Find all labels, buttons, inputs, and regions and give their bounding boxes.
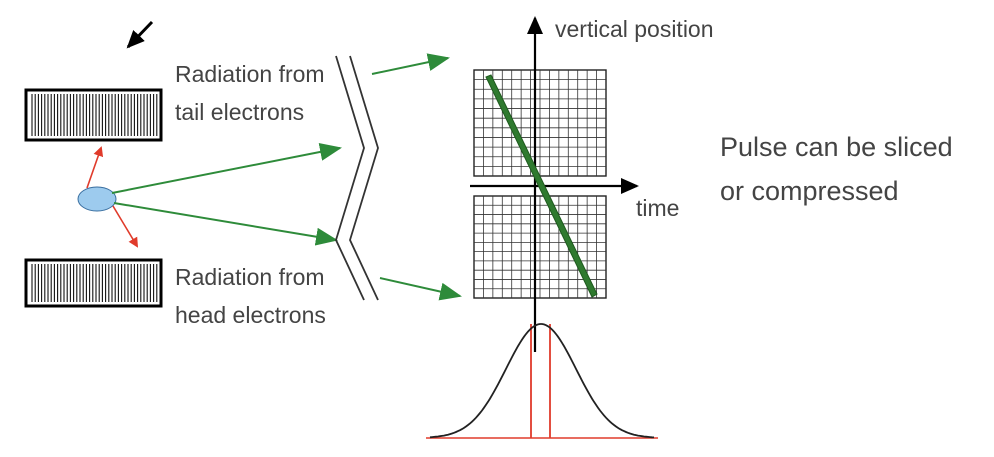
vertical-position-label: vertical position (555, 16, 714, 42)
green-arrow-into-upper-grid (371, 53, 450, 75)
upper-undulator-magnet (24, 88, 163, 142)
red-arrow-up (86, 146, 104, 189)
green-arrow-to-lower (113, 202, 338, 246)
electron-bunch (77, 186, 117, 212)
red-arrow-down (112, 205, 139, 248)
break-mark (335, 55, 379, 301)
pulse-note-label: Pulse can be sliced or compressed (720, 132, 960, 206)
gaussian-profile-curve (429, 323, 655, 439)
lower-undulator-magnet (24, 258, 163, 308)
green-streak (485, 74, 598, 298)
pointer-arrow-icon (126, 20, 154, 49)
tail-radiation-label: Radiation from tail electrons (175, 61, 331, 125)
green-arrow-to-upper (111, 143, 342, 194)
time-label: time (636, 195, 679, 221)
head-radiation-label: Radiation from head electrons (175, 264, 331, 328)
green-arrow-into-lower-grid (379, 277, 462, 301)
